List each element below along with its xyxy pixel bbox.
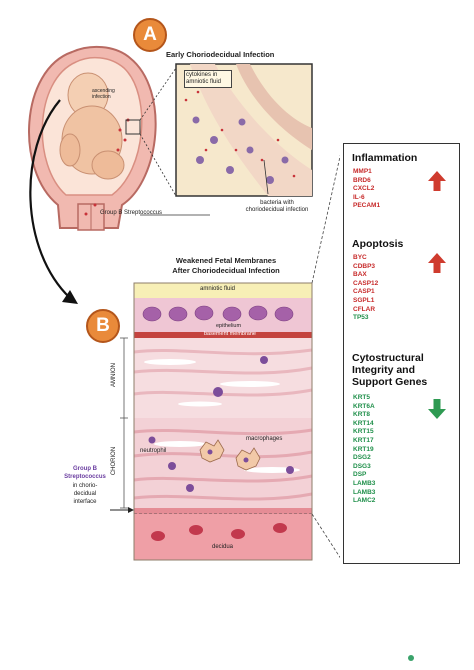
cytokines-callout: cytokines in amniotic fluid <box>184 70 232 88</box>
amniotic-fluid-label: amniotic fluid <box>200 286 236 292</box>
panel-a-title: Early Choriodecidual Infection <box>166 50 275 59</box>
gene-item: MMP1 <box>353 168 372 175</box>
interface-label-line2: decidual <box>73 491 97 497</box>
up-arrow-icon <box>428 171 446 191</box>
group-b-label-a: Group B Streptococcus <box>100 210 163 216</box>
gene-item: SGPL1 <box>353 296 375 304</box>
gene-item: PECAM1 <box>353 202 381 210</box>
epithelium-label: epithelium <box>216 323 242 329</box>
bacteria-callout: bacteria with choriodecidual infection <box>245 200 309 213</box>
cytostructural-title-line3: Support Genes <box>352 376 428 388</box>
gene-item: BAX <box>353 271 367 279</box>
apoptosis-gene-list: BYC CDBP3 BAX CASP12 CASP1 SGPL1 CFLAR T… <box>353 254 378 323</box>
inflammation-gene-list: MMP1 BRD6 CXCL2 IL-6 PECAM1 <box>353 168 380 211</box>
gene-panel: Inflammation MMP1 BRD6 CXCL2 IL-6 PECAM1… <box>343 143 460 564</box>
cytostructural-title-line1: Cytostructural <box>352 352 424 364</box>
gene-item: KRT8 <box>353 411 370 419</box>
gene-item: DSG2 <box>353 454 371 462</box>
fetus-label: ascending infection <box>92 88 115 100</box>
down-arrow-icon <box>428 399 446 419</box>
panel-b-title-line2: After Choriodecidual Infection <box>172 266 280 275</box>
gene-item: LAMB3 <box>353 488 376 496</box>
gene-item: DSP <box>353 471 367 479</box>
cytostructural-title-line2: Integrity and <box>352 364 416 376</box>
gene-item: KRT5 <box>353 394 370 401</box>
gene-item: KRT6A <box>353 402 375 410</box>
watermark-logo <box>408 655 414 661</box>
gene-item: KRT15 <box>353 428 374 436</box>
panel-a-illustration <box>28 45 313 231</box>
chorion-label: CHORION <box>111 446 118 476</box>
gene-item: IL-6 <box>353 193 365 201</box>
gene-item: TP53 <box>353 314 369 322</box>
gene-item: KRT19 <box>353 445 374 453</box>
gene-item: DSG3 <box>353 462 371 470</box>
gene-item: CASP1 <box>353 288 375 296</box>
cytostructural-gene-list: KRT5 KRT6A KRT8 KRT14 KRT15 KRT17 KRT19 … <box>353 394 375 506</box>
badge-b: B <box>86 309 120 343</box>
interface-label-line3: interface <box>73 499 97 505</box>
gene-item: BYC <box>353 254 367 261</box>
macrophages-label: macrophages <box>246 436 283 442</box>
interface-label-line1: in chorio- <box>72 483 98 489</box>
gene-item: KRT17 <box>353 436 374 444</box>
curved-arrow-icon <box>29 99 78 304</box>
panel-b-title-line1: Weakened Fetal Membranes <box>175 256 277 265</box>
gene-item: CXCL2 <box>353 185 375 193</box>
gene-item: BRD6 <box>353 176 371 184</box>
amnion-label: AMNION <box>111 363 117 387</box>
group-b-label-b-line1: Group B <box>73 466 97 472</box>
up-arrow-icon <box>428 253 446 273</box>
membrane-cross-section <box>110 154 340 561</box>
gene-item: LAMC2 <box>353 497 376 505</box>
gene-item: CDBP3 <box>353 262 376 270</box>
neutrophil-label: neutrophil <box>140 448 167 454</box>
gene-item: LAMB3 <box>353 479 376 487</box>
gene-item: CFLAR <box>353 305 376 313</box>
group-b-label-b-line2: Streptococcus <box>64 474 106 480</box>
gene-item: CASP12 <box>353 279 379 287</box>
basement-membrane-label: basement membrane <box>204 331 256 337</box>
gene-item: KRT14 <box>353 419 374 427</box>
inflammation-title: Inflammation <box>352 152 418 164</box>
decidua-label: decidua <box>212 544 234 550</box>
badge-a: A <box>133 18 167 52</box>
apoptosis-title: Apoptosis <box>352 238 404 250</box>
